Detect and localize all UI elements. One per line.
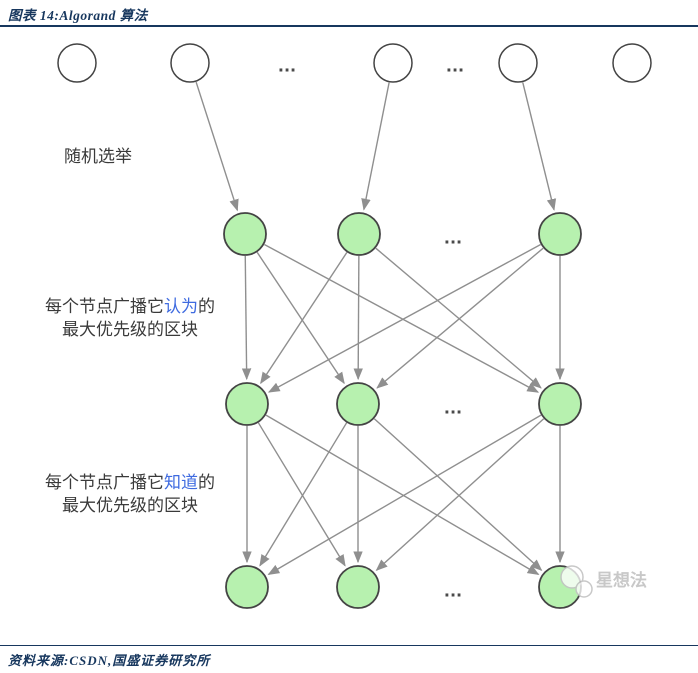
watermark-logo-icon bbox=[560, 565, 584, 589]
figure-title: 图表 14:Algorand 算法 bbox=[8, 8, 148, 23]
keyword-accent: 知道 bbox=[164, 473, 198, 492]
node-b3-elected bbox=[538, 382, 582, 426]
node-a3-elected bbox=[538, 212, 582, 256]
edge-b3-c1 bbox=[267, 414, 542, 575]
node-c1-elected bbox=[225, 565, 269, 609]
label-line: 每个节点广播它认为的 bbox=[28, 295, 232, 318]
edge-a3-b2 bbox=[376, 247, 544, 389]
edge-a3-b1 bbox=[267, 243, 542, 393]
watermark-logo-icon bbox=[575, 580, 593, 598]
label-line: 每个节点广播它知道的 bbox=[28, 471, 232, 494]
label-text: 每个节点广播它 bbox=[45, 297, 164, 316]
ellipsis-2: ... bbox=[446, 57, 464, 76]
label-line: 随机选举 bbox=[48, 147, 148, 167]
keyword-accent: 认为 bbox=[164, 297, 198, 316]
node-t1-candidate bbox=[57, 43, 97, 83]
ellipsis-3: ... bbox=[444, 229, 462, 248]
edge-a2-b1 bbox=[260, 251, 348, 385]
node-b1-elected bbox=[225, 382, 269, 426]
edge-b2-c3 bbox=[373, 418, 543, 572]
label-text: 最大优先级的区块 bbox=[62, 320, 198, 339]
edge-a2-b2 bbox=[353, 255, 363, 381]
node-a1-elected bbox=[223, 212, 267, 256]
edge-t2-a1 bbox=[195, 81, 239, 212]
edge-b1-c2 bbox=[257, 422, 346, 567]
label-text: 随机选举 bbox=[64, 147, 132, 166]
figure-source: 资料来源:CSDN,国盛证券研究所 bbox=[8, 653, 211, 668]
label-line: 最大优先级的区块 bbox=[28, 494, 232, 517]
edge-t3-a2 bbox=[361, 82, 390, 211]
edge-b3-c2 bbox=[375, 418, 545, 572]
label-line: 最大优先级的区块 bbox=[28, 318, 232, 341]
label-text: 每个节点广播它 bbox=[45, 473, 164, 492]
ellipsis-1: ... bbox=[278, 57, 296, 76]
footer-divider bbox=[0, 645, 698, 646]
node-t4-candidate bbox=[498, 43, 538, 83]
title-divider bbox=[0, 25, 698, 27]
watermark: 星想法 bbox=[560, 565, 647, 598]
edge-a1-b3 bbox=[264, 243, 540, 393]
node-a2-elected bbox=[337, 212, 381, 256]
ellipsis-4: ... bbox=[444, 399, 462, 418]
node-t3-candidate bbox=[373, 43, 413, 83]
edge-b2-c1 bbox=[259, 422, 348, 567]
edge-a1-b1 bbox=[241, 255, 252, 381]
label-broadcast-know: 每个节点广播它知道的最大优先级的区块 bbox=[28, 471, 232, 517]
label-text: 的 bbox=[198, 473, 215, 492]
label-broadcast-believe: 每个节点广播它认为的最大优先级的区块 bbox=[28, 295, 232, 341]
node-t2-candidate bbox=[170, 43, 210, 83]
edge-b1-c3 bbox=[265, 414, 540, 575]
edge-a2-b3 bbox=[375, 247, 542, 389]
node-c2-elected bbox=[336, 565, 380, 609]
watermark-text: 星想法 bbox=[596, 570, 647, 590]
label-random-election: 随机选举 bbox=[48, 147, 148, 167]
label-text: 的 bbox=[198, 297, 215, 316]
node-b2-elected bbox=[336, 382, 380, 426]
label-text: 最大优先级的区块 bbox=[62, 496, 198, 515]
ellipsis-5: ... bbox=[444, 582, 462, 601]
edge-a1-b2 bbox=[256, 251, 345, 385]
node-t5-candidate bbox=[612, 43, 652, 83]
edge-t4-a3 bbox=[522, 82, 557, 211]
